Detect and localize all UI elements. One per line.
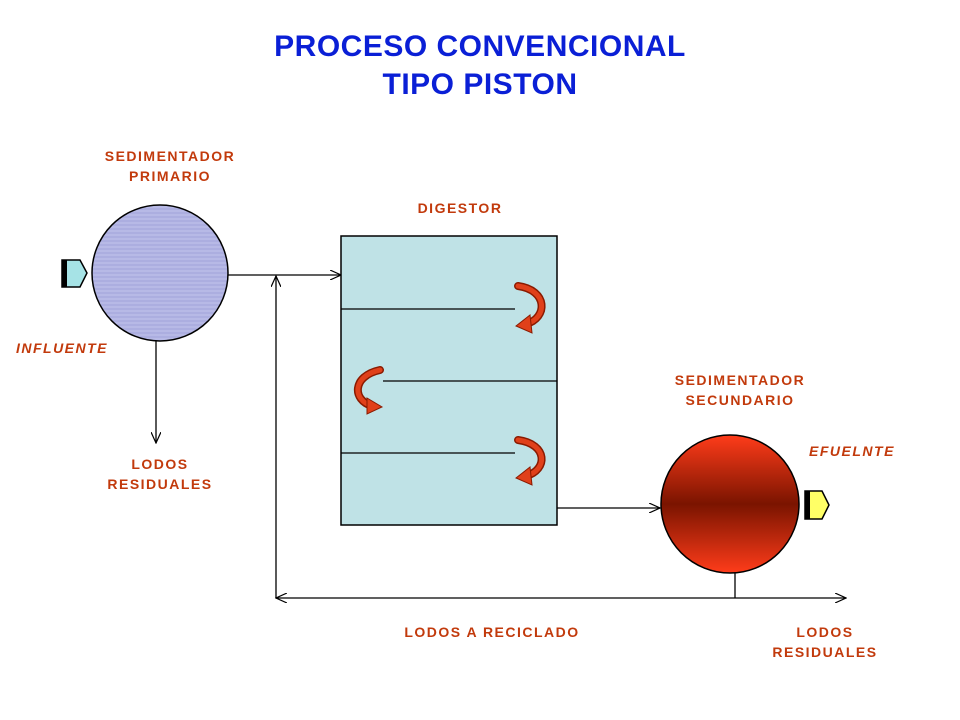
label-sludge-right-line1: LODOS <box>796 624 854 640</box>
label-sludge-left: LODOS RESIDUALES <box>80 454 240 494</box>
diagram-title-line2: TIPO PISTON <box>382 68 578 101</box>
secondary-settler <box>660 434 800 574</box>
label-secondary-settler-line1: SEDIMENTADOR <box>674 372 806 388</box>
label-digester: DIGESTOR <box>417 200 503 216</box>
flow-turn-arrow-icon <box>514 436 546 486</box>
effluent-arrow-icon <box>804 490 830 520</box>
flow-turn-arrow-icon <box>353 366 384 415</box>
label-sludge-left-line1: LODOS <box>131 456 189 472</box>
label-effluent: EFUELNTE <box>809 443 895 459</box>
label-primary-settler-line1: SEDIMENTADOR <box>104 148 236 164</box>
label-secondary-settler-line2: SECUNDARIO <box>685 392 795 408</box>
label-recycle: LODOS A RECICLADO <box>404 624 580 640</box>
label-sludge-left-line2: RESIDUALES <box>107 476 213 492</box>
label-secondary-settler: SEDIMENTADOR SECUNDARIO <box>650 370 830 410</box>
label-sludge-right-line2: RESIDUALES <box>772 644 878 660</box>
label-influent: INFLUENTE <box>15 340 109 356</box>
label-primary-settler-line2: PRIMARIO <box>129 168 211 184</box>
label-primary-settler: SEDIMENTADOR PRIMARIO <box>80 146 260 186</box>
label-sludge-right: LODOS RESIDUALES <box>745 622 905 662</box>
influent-arrow-icon <box>61 259 88 288</box>
primary-settler <box>91 204 229 342</box>
diagram-title-line1: PROCESO CONVENCIONAL <box>274 30 686 63</box>
flow-turn-arrow-icon <box>514 282 546 334</box>
